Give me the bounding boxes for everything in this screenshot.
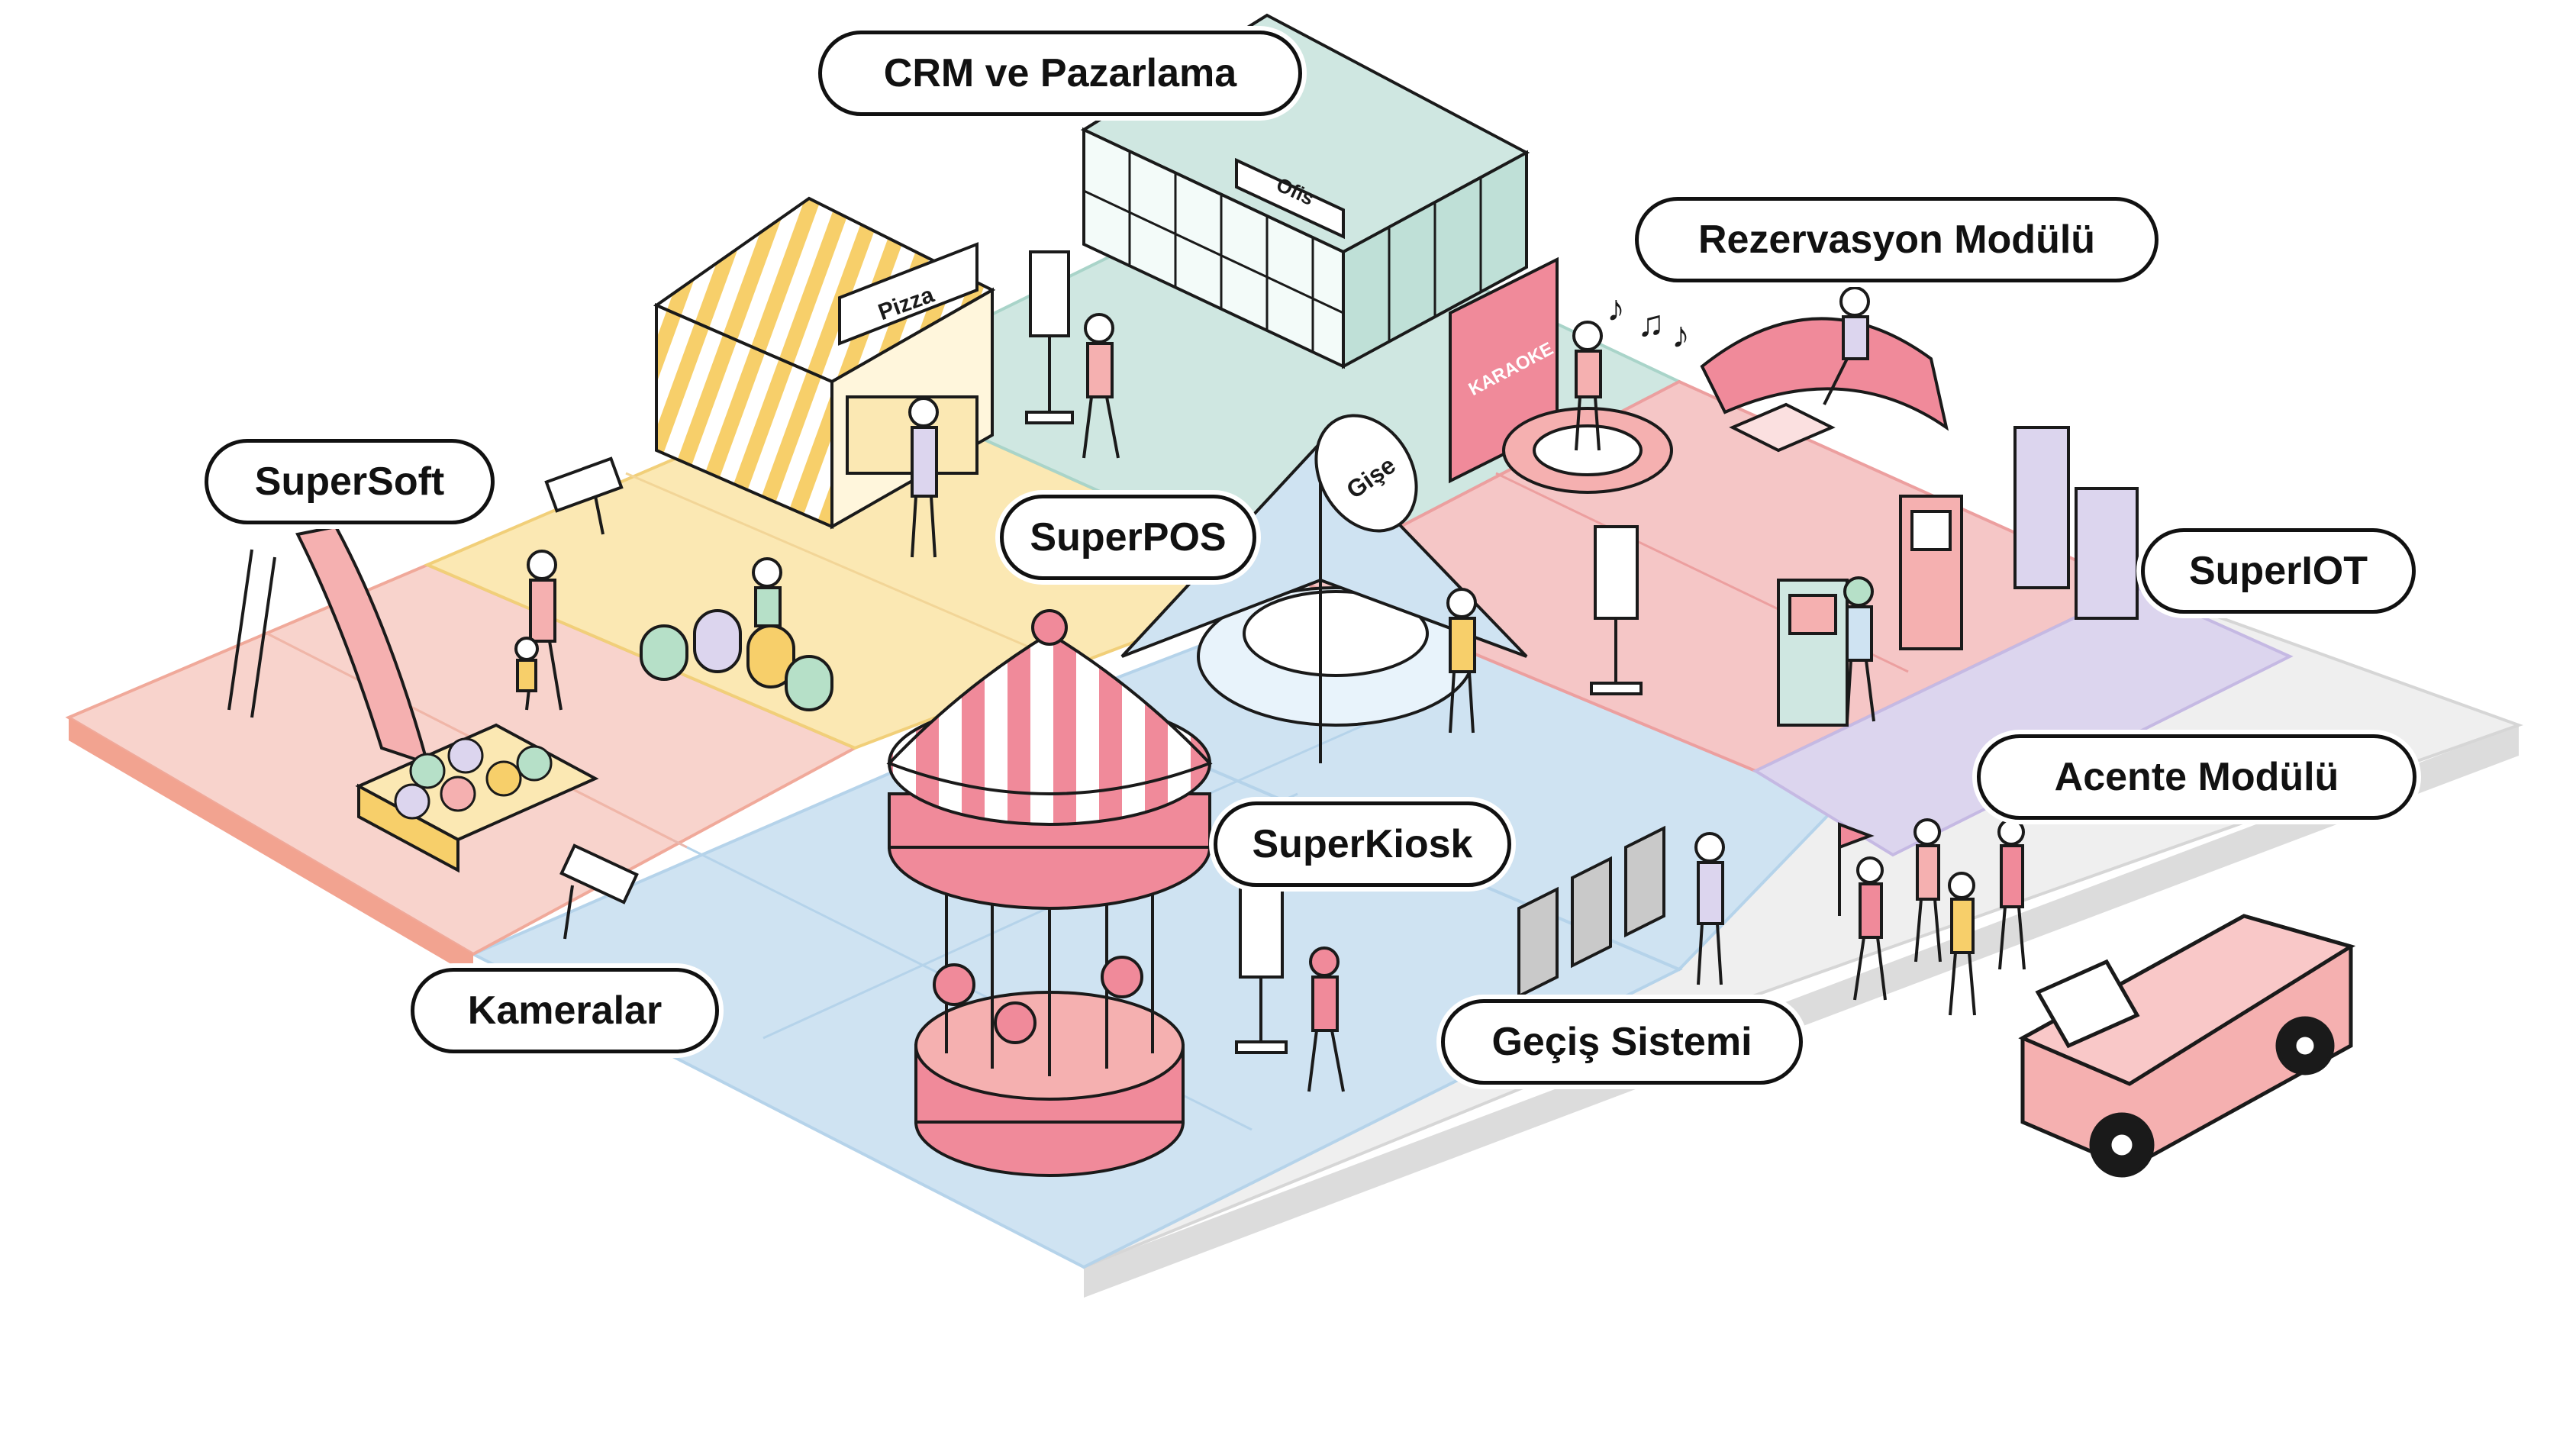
person-at-superkiosk: [1307, 946, 1345, 1092]
guide-flag: [1838, 822, 1875, 916]
superkiosk-label[interactable]: SuperKiosk: [1214, 801, 1511, 887]
karaoke-area: KARAOKE: [1449, 256, 1949, 494]
person-at-turnstile: [1694, 832, 1725, 985]
person-at-food-kiosk: [1082, 313, 1120, 459]
music-notes-icon: ♪♫♪: [1607, 289, 1690, 356]
ticket-booth: Gişe: [1120, 414, 1528, 763]
person-seated: [752, 557, 782, 627]
camera-top: [544, 456, 624, 535]
arcade-machines: [1777, 426, 2139, 727]
agency-van: [2018, 914, 2356, 1178]
cylinder-seats: [640, 609, 833, 711]
gecis-label[interactable]: Geçiş Sistemi: [1441, 999, 1803, 1085]
camera-bottom: [559, 843, 639, 940]
turnstiles: [1517, 825, 1665, 999]
people-figures: [514, 286, 2026, 1092]
crm-label[interactable]: CRM ve Pazarlama: [818, 31, 1302, 116]
zone-salmon-edge: [69, 718, 473, 977]
rezervasyon-label[interactable]: Rezervasyon Modülü: [1635, 197, 2158, 282]
acente-label[interactable]: Acente Modülü: [1977, 734, 2416, 820]
svg-text:♫: ♫: [1637, 304, 1665, 344]
person-on-sofa: [1823, 286, 1870, 405]
person-singing: [1572, 321, 1603, 451]
kameralar-label[interactable]: Kameralar: [411, 968, 719, 1053]
person-at-arcade: [1843, 576, 1875, 722]
person-at-pizza: [908, 397, 939, 558]
svg-text:♪: ♪: [1672, 315, 1690, 356]
person-at-ticket-booth: [1446, 588, 1477, 734]
carousel: [886, 609, 1213, 1177]
svg-text:♪: ♪: [1607, 289, 1625, 329]
zone-grey-entrance: [1084, 725, 2519, 1298]
tour-group: [1853, 818, 2026, 1016]
kiosk-superkiosk: [1235, 884, 1288, 1054]
playground-slide: [227, 524, 599, 873]
kiosk-food: [1025, 250, 1074, 424]
supersoft-label[interactable]: SuperSoft: [205, 439, 495, 524]
person-with-child: [514, 550, 563, 711]
superpos-label[interactable]: SuperPOS: [1000, 495, 1256, 580]
kiosk-center: [1590, 525, 1643, 695]
superiot-label[interactable]: SuperIOT: [2141, 528, 2416, 614]
